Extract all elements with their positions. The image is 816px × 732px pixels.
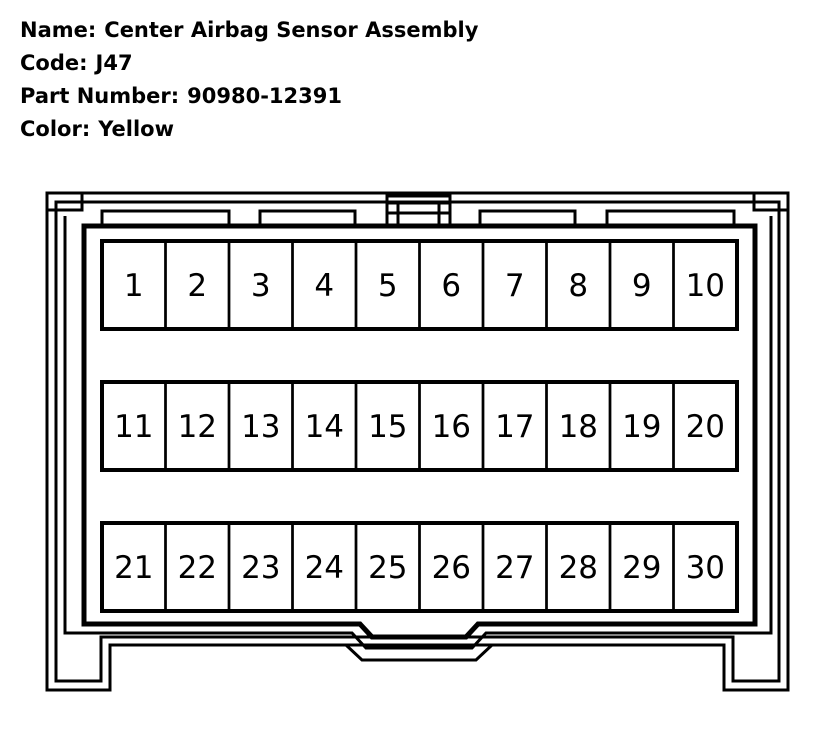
- part-number-label: Part Number:: [20, 84, 180, 108]
- pin-cavity-30: [672, 521, 739, 613]
- pin-label-12: 12: [178, 409, 217, 445]
- pin-label-13: 13: [241, 409, 280, 445]
- center-key: [385, 194, 452, 224]
- connector-info: Name: Center Airbag Sensor Assembly Code:…: [20, 14, 478, 146]
- pin-label-26: 26: [432, 550, 471, 586]
- pin-label-11: 11: [114, 409, 153, 445]
- color-line: Color: Yellow: [20, 113, 478, 146]
- bottom-notch-outer: [344, 643, 494, 662]
- pin-label-10: 10: [686, 268, 725, 304]
- name-value: Center Airbag Sensor Assembly: [104, 18, 479, 42]
- pin-label-21: 21: [114, 550, 153, 586]
- pin-label-18: 18: [559, 409, 598, 445]
- code-label: Code:: [20, 51, 88, 75]
- pin-label-22: 22: [178, 550, 217, 586]
- top-latch-tab-3: [478, 209, 577, 224]
- pin-label-17: 17: [495, 409, 534, 445]
- pin-label-27: 27: [495, 550, 534, 586]
- name-line: Name: Center Airbag Sensor Assembly: [20, 14, 478, 47]
- pin-label-14: 14: [305, 409, 344, 445]
- pin-label-6: 6: [441, 268, 461, 304]
- pin-label-1: 1: [124, 268, 144, 304]
- pin-cavity-20: [672, 380, 739, 472]
- pin-label-30: 30: [686, 550, 725, 586]
- pin-label-9: 9: [632, 268, 652, 304]
- pin-label-8: 8: [568, 268, 588, 304]
- name-label: Name:: [20, 18, 97, 42]
- color-value: Yellow: [98, 117, 174, 141]
- pin-label-5: 5: [378, 268, 398, 304]
- pin-label-29: 29: [622, 550, 661, 586]
- pin-label-20: 20: [686, 409, 725, 445]
- code-line: Code: J47: [20, 47, 478, 80]
- pin-label-2: 2: [187, 268, 207, 304]
- part-number-value: 90980-12391: [187, 84, 342, 108]
- pin-label-15: 15: [368, 409, 407, 445]
- top-latch-tab-2: [258, 209, 357, 224]
- pin-label-28: 28: [559, 550, 598, 586]
- cavity-inner-line: [63, 618, 773, 650]
- pin-label-19: 19: [622, 409, 661, 445]
- pin-label-7: 7: [505, 268, 525, 304]
- pin-label-23: 23: [241, 550, 280, 586]
- pin-label-25: 25: [368, 550, 407, 586]
- part-number-line: Part Number: 90980-12391: [20, 80, 478, 113]
- main-cavity-wall: [81, 223, 758, 640]
- pin-label-16: 16: [432, 409, 471, 445]
- code-value: J47: [95, 51, 133, 75]
- top-latch-tab-1: [100, 209, 231, 224]
- pin-cavity-10: [672, 239, 739, 331]
- pin-label-24: 24: [305, 550, 344, 586]
- color-label: Color:: [20, 117, 91, 141]
- top-latch-tab-4: [605, 209, 736, 224]
- pin-label-3: 3: [251, 268, 271, 304]
- right-corner-tab: [752, 193, 790, 212]
- pin-label-4: 4: [314, 268, 334, 304]
- left-corner-tab: [45, 193, 84, 212]
- housing-outer-outline: [45, 191, 790, 692]
- housing-inner-outline: [54, 200, 781, 683]
